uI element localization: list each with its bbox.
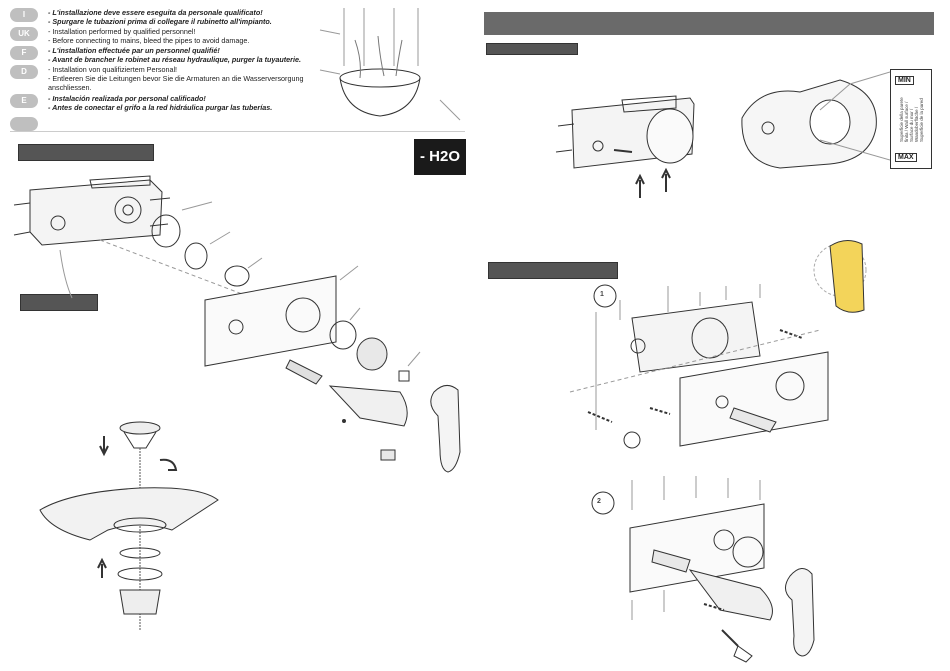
- language-code-badge: I: [10, 8, 38, 22]
- language-warning-text: - Installation von qualifiziertem Person…: [48, 65, 303, 92]
- language-warning-text: - Installation performed by qualified pe…: [48, 27, 249, 45]
- language-warning-text: - L'installation effectuée par un person…: [48, 46, 301, 64]
- warning-line: - L'installazione deve essere eseguita d…: [48, 8, 263, 17]
- warning-line: - Installation von qualifiziertem Person…: [48, 65, 178, 74]
- section-header-assembly: [488, 262, 618, 279]
- assembly-step-2: [591, 476, 815, 663]
- step-1-label: 1: [600, 291, 604, 298]
- language-code-badge: D: [10, 65, 38, 79]
- section-header-waste: [20, 294, 98, 311]
- language-warning-text: - Instalación realizada por personal cal…: [48, 94, 272, 112]
- warning-line: - Instalación realizada por personal cal…: [48, 94, 206, 103]
- assembly-step-1: [569, 243, 867, 449]
- language-row: UK - Installation performed by qualified …: [10, 27, 249, 45]
- warning-line: - Avant de brancher le robinet au réseau…: [48, 55, 301, 64]
- exploded-parts-left: [99, 201, 461, 473]
- language-row: I - L'installazione deve essere eseguita …: [10, 8, 272, 26]
- section-header-box: [18, 144, 154, 161]
- language-code-badge: [10, 117, 38, 131]
- warning-line: - Installation performed by qualified pe…: [48, 27, 196, 36]
- warning-line: - L'installation effectuée par un person…: [48, 46, 220, 55]
- concealed-box-left: [13, 175, 171, 299]
- warning-line: - Antes de conectar el grifo a la red hi…: [48, 103, 273, 112]
- divider: [10, 131, 465, 132]
- language-code-badge: UK: [10, 27, 38, 41]
- language-code-badge: F: [10, 46, 38, 60]
- pressure-test-illustration: [555, 71, 891, 198]
- min-max-plate: MIN Superficie della parete finita / Wal…: [890, 69, 932, 169]
- language-row: E - Instalación realizada por personal ca…: [10, 94, 272, 112]
- warning-line: anschliessen.: [48, 83, 92, 92]
- warning-line: - Spurgare le tubazioni prima di collega…: [48, 17, 272, 26]
- step-2-label: 2: [597, 498, 601, 505]
- language-row: [10, 117, 48, 131]
- bleed-bowl-illustration: [319, 8, 461, 121]
- language-row: F - L'installation effectuée par un perso…: [10, 46, 301, 64]
- warning-line: - Entleeren Sie die Leitungen bevor Sie …: [48, 74, 304, 83]
- language-warning-text: - L'installazione deve essere eseguita d…: [48, 8, 272, 26]
- language-code-badge: E: [10, 94, 38, 108]
- language-row: D - Installation von qualifiziertem Perso…: [10, 65, 303, 92]
- bleed-water-icon: - H2O: [414, 139, 466, 175]
- section-header-test: [486, 43, 578, 55]
- max-label: MAX: [895, 153, 917, 162]
- waste-drain-illustration: [39, 421, 219, 630]
- hand-photo: [829, 240, 865, 313]
- page-title-bar: [484, 12, 934, 35]
- min-label: MIN: [895, 76, 914, 85]
- warning-line: - Before connecting to mains, bleed the …: [48, 36, 250, 45]
